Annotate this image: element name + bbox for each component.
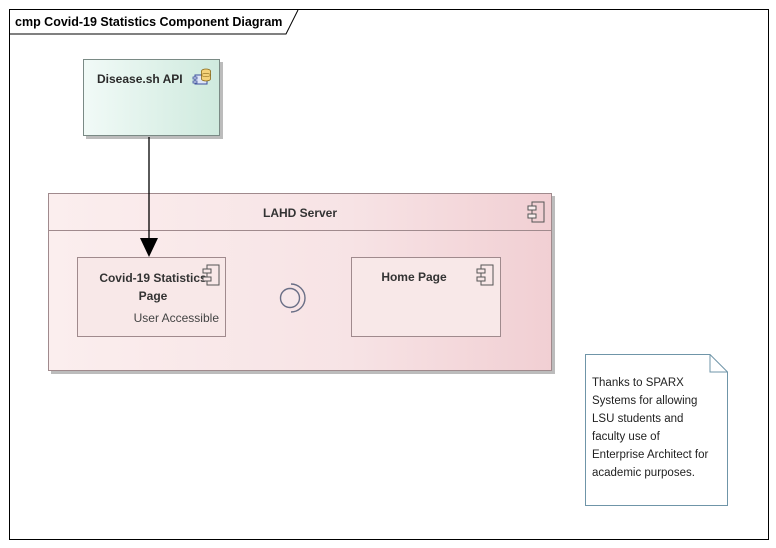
acknowledgement-note[interactable]: Thanks to SPARX Systems for allowing LSU… <box>585 354 728 506</box>
note-line: Thanks to SPARX <box>592 377 684 389</box>
diagram-title: cmp Covid-19 Statistics Component Diagra… <box>15 15 283 29</box>
note-line: Systems for allowing <box>592 395 698 407</box>
api-title: Disease.sh API <box>97 72 183 86</box>
dependency-arrowhead <box>140 238 158 257</box>
disease-api-component[interactable]: Disease.sh API <box>83 59 220 136</box>
component-icon <box>527 201 545 223</box>
covid-page-stereotype: User Accessible <box>133 311 219 325</box>
covid-statistics-page-component[interactable]: Covid-19 Statistics Page User Accessible <box>77 257 226 337</box>
server-title: LAHD Server <box>262 206 338 220</box>
covid-page-title-line1: Covid-19 Statistics <box>99 271 207 285</box>
frame-tab-outline <box>10 10 299 35</box>
note-line: Enterprise Architect for <box>592 449 709 461</box>
note-line: faculty use of <box>592 431 660 443</box>
note-text: Thanks to SPARX Systems for allowing LSU… <box>592 374 724 482</box>
component-icon <box>476 264 494 286</box>
note-shape <box>585 354 728 506</box>
covid-page-title: Covid-19 Statistics Page <box>78 269 228 305</box>
home-page-title: Home Page <box>381 270 447 284</box>
server-divider <box>49 230 551 231</box>
home-page-component[interactable]: Home Page <box>351 257 501 337</box>
diagram-frame: cmp Covid-19 Statistics Component Diagra… <box>9 9 769 540</box>
database-component-icon <box>192 68 211 85</box>
provided-interface-ball[interactable] <box>279 287 301 309</box>
component-icon <box>202 264 220 286</box>
required-interface-socket <box>290 283 306 313</box>
note-line: LSU students and <box>592 413 684 425</box>
note-line: academic purposes. <box>592 467 695 479</box>
covid-page-title-line2: Page <box>138 289 168 303</box>
